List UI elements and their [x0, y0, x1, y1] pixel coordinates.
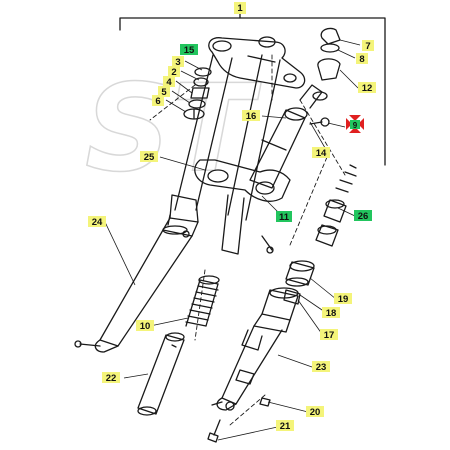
svg-text:19: 19 [338, 294, 349, 305]
svg-text:5: 5 [161, 87, 167, 98]
svg-text:10: 10 [140, 321, 151, 332]
svg-text:21: 21 [280, 421, 291, 432]
label-3: 3 [172, 56, 184, 68]
svg-text:17: 17 [324, 330, 335, 341]
right-damper-assembly [283, 260, 315, 305]
upper-triple-clamp [208, 36, 306, 89]
callout-labels: 1 3 2 4 5 6 15 7 [88, 2, 376, 432]
svg-text:26: 26 [358, 211, 369, 222]
right-upper-stack [315, 164, 357, 247]
label-16: 16 [242, 110, 260, 122]
label-18: 18 [322, 307, 340, 319]
label-7: 7 [362, 40, 374, 52]
svg-text:14: 14 [316, 148, 327, 159]
steering-stem [249, 84, 323, 189]
label-10: 10 [136, 320, 154, 332]
label-11: 11 [276, 211, 292, 223]
label-20: 20 [306, 406, 324, 418]
label-24: 24 [88, 216, 106, 228]
drain-bolts [207, 397, 271, 443]
label-25: 25 [140, 151, 158, 163]
label-15: 15 [180, 44, 198, 56]
damper-tube [137, 332, 185, 416]
fork-spring [185, 275, 220, 327]
svg-text:2: 2 [171, 67, 176, 78]
svg-text:1: 1 [237, 3, 243, 14]
label-6: 6 [152, 95, 164, 107]
label-1: 1 [234, 2, 246, 14]
svg-text:11: 11 [279, 212, 290, 223]
svg-text:8: 8 [359, 54, 364, 65]
label-5: 5 [158, 86, 170, 98]
label-4: 4 [163, 76, 175, 88]
svg-text:3: 3 [175, 57, 180, 68]
leader-lines [104, 39, 361, 441]
label-22: 22 [102, 372, 120, 384]
svg-text:20: 20 [310, 407, 321, 418]
label-21: 21 [276, 420, 294, 432]
svg-text:15: 15 [184, 45, 195, 56]
svg-text:12: 12 [362, 83, 373, 94]
svg-text:7: 7 [365, 41, 370, 52]
svg-text:24: 24 [92, 217, 103, 228]
label-23: 23 [312, 361, 330, 373]
label-12: 12 [358, 82, 376, 94]
left-small-parts [183, 67, 212, 120]
label-2: 2 [168, 66, 180, 78]
svg-text:6: 6 [155, 96, 160, 107]
svg-text:23: 23 [316, 362, 327, 373]
label-26: 26 [354, 210, 372, 222]
svg-text:22: 22 [106, 373, 117, 384]
label-9: 9 [350, 120, 360, 130]
right-top-parts [309, 27, 341, 127]
svg-text:18: 18 [326, 308, 337, 319]
left-fork-leg [74, 194, 199, 353]
label-17: 17 [320, 329, 338, 341]
label-14: 14 [312, 147, 330, 159]
label-19: 19 [334, 293, 352, 305]
highlight-marker [346, 115, 364, 133]
right-fork-leg [211, 287, 299, 411]
svg-text:9: 9 [353, 121, 358, 130]
svg-text:25: 25 [144, 152, 155, 163]
svg-text:4: 4 [166, 77, 172, 88]
label-8: 8 [356, 53, 368, 65]
svg-text:16: 16 [246, 111, 257, 122]
center-lines [149, 54, 346, 426]
